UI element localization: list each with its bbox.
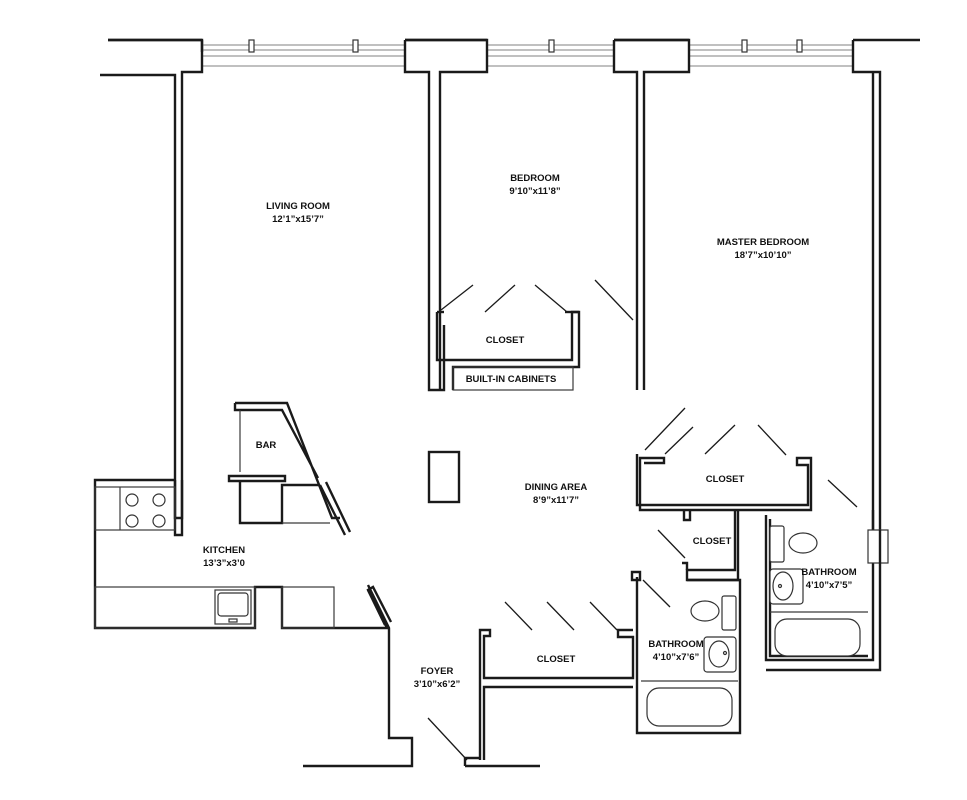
room-name: BATHROOM [648, 639, 704, 650]
bedroom-closet-walls [435, 279, 634, 391]
room-name: KITCHEN [202, 545, 246, 556]
master-bathroom-walls [764, 510, 889, 672]
room-name: DINING AREA [524, 482, 588, 493]
small-closet-walls [657, 510, 740, 582]
room-dimensions: 18’7”x10’10” [734, 250, 792, 261]
room-name: BUILT-IN CABINETS [465, 374, 557, 385]
room-label-bar: BAR [256, 439, 277, 452]
room-label-bedroom-closet: CLOSET [486, 334, 525, 347]
room-label-foyer-closet: CLOSET [537, 653, 576, 666]
bathroom-walls [630, 570, 742, 735]
room-name: BAR [255, 440, 277, 451]
kitchen-walls [93, 478, 389, 630]
room-name: BEDROOM [510, 173, 560, 184]
room-dimensions: 9’10”x11’8” [509, 186, 561, 197]
room-label-bedroom: BEDROOM 9’10”x11’8” [509, 172, 560, 198]
room-name: BATHROOM [801, 567, 857, 578]
foyer-walls [303, 584, 540, 768]
foyer-closet-walls [478, 601, 635, 760]
room-label-small-closet: CLOSET [693, 535, 732, 548]
room-name: MASTER BEDROOM [716, 237, 810, 248]
dining-table [427, 450, 461, 504]
room-name: CLOSET [536, 654, 576, 665]
room-name: FOYER [420, 666, 454, 677]
room-label-built-in-cabinets: BUILT-IN CABINETS [466, 373, 557, 386]
master-closet-walls [635, 407, 858, 512]
room-label-bathroom: BATHROOM 4’10”x7’6” [648, 638, 703, 664]
room-dimensions: 12’1”x15’7” [272, 214, 324, 225]
room-dimensions: 3’10”x6’2” [413, 679, 461, 690]
room-dimensions: 4’10”x7’6” [652, 652, 700, 663]
room-label-foyer: FOYER 3’10”x6’2” [414, 665, 460, 691]
window-1 [202, 39, 405, 67]
room-name: LIVING ROOM [266, 201, 330, 212]
room-name: CLOSET [692, 536, 732, 547]
room-label-master-bathroom: BATHROOM 4’10”x7’5” [801, 566, 856, 592]
bar-counter [227, 401, 352, 536]
room-label-kitchen: KITCHEN 13’3”x3’0 [203, 544, 245, 570]
room-dimensions: 13’3”x3’0 [203, 558, 245, 569]
window-3 [689, 39, 853, 67]
window-2 [487, 39, 614, 67]
room-label-living-room: LIVING ROOM 12’1”x15’7” [266, 200, 330, 226]
stove [125, 493, 166, 528]
room-label-master-bedroom: MASTER BEDROOM 18’7”x10’10” [717, 236, 809, 262]
room-name: CLOSET [705, 474, 745, 485]
room-dimensions: 8’9”x11’7” [533, 495, 579, 506]
room-dimensions: 4’10”x7’5” [805, 580, 853, 591]
sink [214, 589, 252, 625]
room-label-dining-area: DINING AREA 8’9”x11’7” [525, 481, 587, 507]
room-label-master-closet: CLOSET [706, 473, 745, 486]
room-name: CLOSET [485, 335, 525, 346]
